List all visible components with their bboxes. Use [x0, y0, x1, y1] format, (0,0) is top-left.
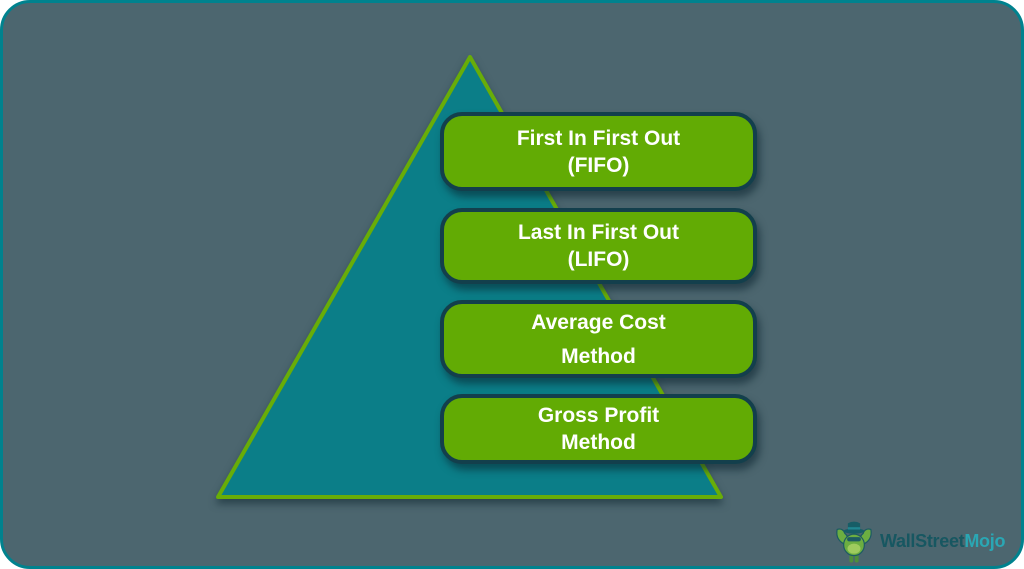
method-box-lifo: Last In First Out (LIFO) — [440, 208, 757, 284]
mascot-belly — [847, 543, 861, 554]
mascot-hat-band — [847, 527, 861, 530]
wordmark-wallstreet: WallStreet — [880, 530, 965, 551]
wallstreetmojo-logo: WallStreetMojo — [831, 516, 1005, 566]
method-label-line1: First In First Out — [516, 126, 681, 150]
wallstreetmojo-mascot-icon — [836, 521, 872, 563]
mascot-glasses — [847, 537, 861, 542]
method-label-line2: (LIFO) — [567, 248, 630, 271]
method-box-gross-profit: Gross Profit Method — [440, 394, 757, 464]
method-label-line2: Method — [561, 344, 636, 368]
method-label-line1: Last In First Out — [517, 221, 679, 244]
wordmark-mojo: Mojo — [964, 530, 1006, 551]
method-label-line2: (FIFO) — [567, 153, 630, 177]
mascot-leg — [854, 554, 859, 563]
method-label-line1: Gross Profit — [537, 404, 660, 427]
mascot-leg — [849, 554, 854, 563]
wallstreetmojo-wordmark: WallStreetMojo — [880, 531, 1005, 552]
mascot-hat-crown — [847, 521, 861, 532]
method-box-average-cost: Average Cost Method — [440, 300, 757, 378]
method-label-line1: Average Cost — [531, 310, 666, 334]
method-label-line2: Method — [561, 431, 636, 454]
method-box-fifo: First In First Out (FIFO) — [440, 112, 757, 191]
